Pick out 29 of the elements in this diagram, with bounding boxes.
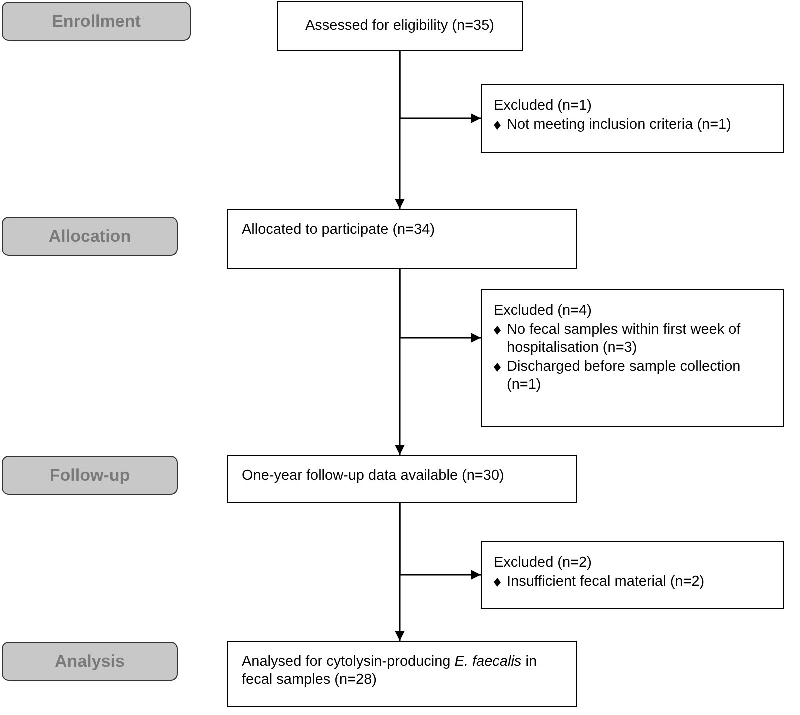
list-item: Insufficient fecal material (n=2)	[507, 573, 705, 591]
stage-label: Allocation	[48, 226, 132, 246]
process-box	[227, 209, 577, 269]
process-box	[277, 1, 523, 51]
process-box	[227, 641, 577, 707]
box-text: One-year follow-up data available (n=30)	[242, 467, 506, 485]
box-heading: Excluded (n=1)	[494, 97, 593, 115]
stage-label: Analysis	[55, 652, 125, 672]
box-heading: Excluded (n=2)	[494, 554, 593, 572]
arrow	[399, 503, 481, 580]
box-text: Analysed for cytolysin-producing E. faecalis in fecal samples (n=28)	[242, 653, 538, 689]
process-box	[227, 455, 577, 503]
exclusion-box	[481, 541, 784, 609]
stage-label-box	[2, 217, 178, 256]
arrow	[399, 269, 481, 343]
exclusion-box	[481, 289, 784, 427]
stage-label-box	[2, 456, 178, 495]
box-text: Assessed for eligibility (n=35)	[304, 17, 496, 35]
box-heading: Excluded (n=4)	[494, 302, 593, 320]
arrow	[399, 51, 481, 124]
stage-label-box	[2, 642, 178, 681]
exclusion-box	[481, 84, 784, 153]
box-text: Allocated to participate (n=34)	[242, 221, 436, 239]
list-item: Not meeting inclusion criteria (n=1)	[507, 116, 732, 134]
list-item: Discharged before sample collection (n=1)	[507, 358, 742, 394]
stage-label: Follow-up	[50, 466, 130, 486]
list-item: No fecal samples within first week of hospitalisation (n=3)	[507, 321, 742, 357]
stage-label-box	[2, 2, 191, 41]
stage-label: Enrollment	[52, 12, 141, 32]
